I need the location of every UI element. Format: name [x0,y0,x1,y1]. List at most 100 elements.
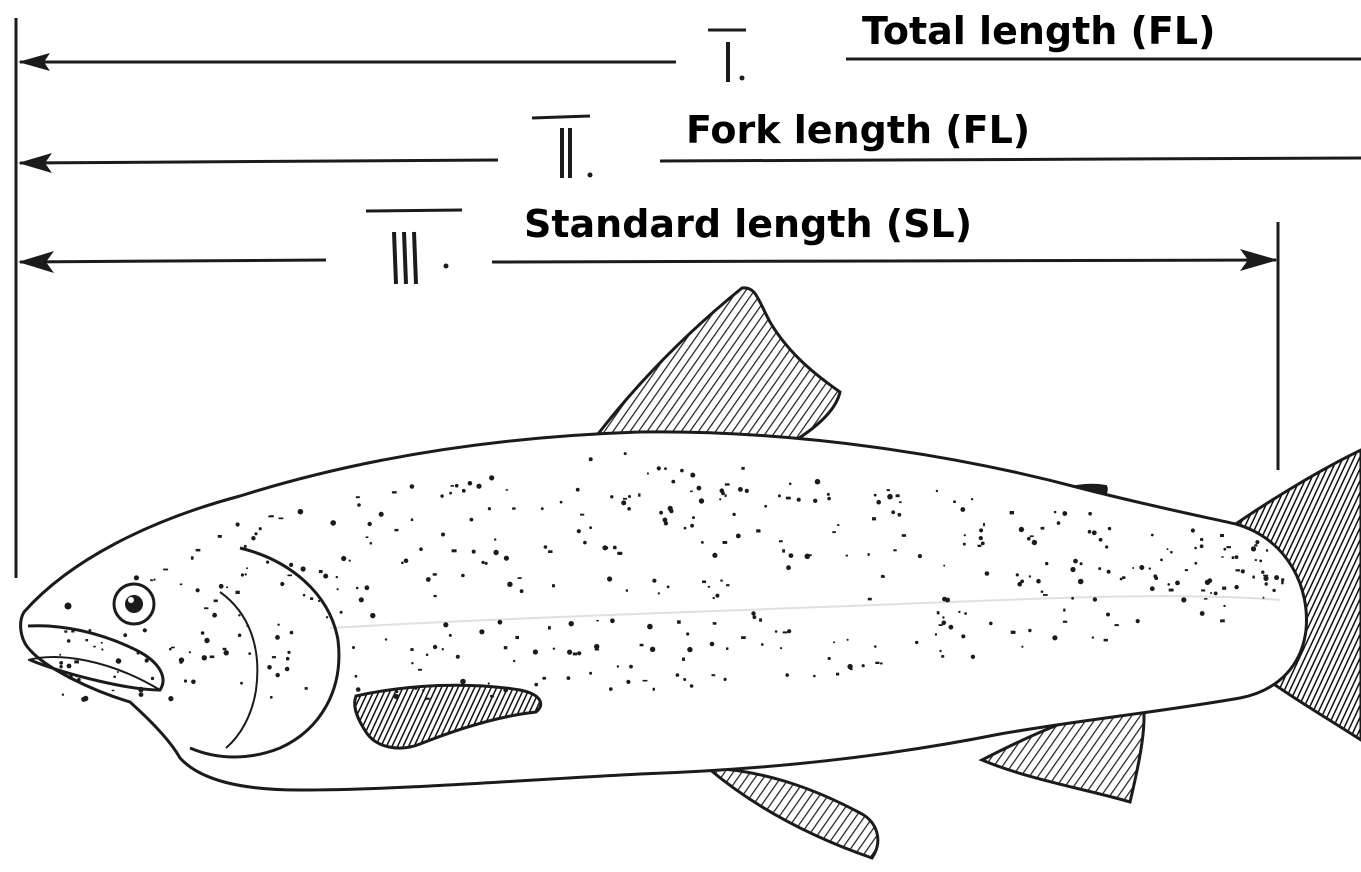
body-spot [684,527,687,530]
body-spot [276,673,280,677]
body-spot [330,520,336,526]
body-spot [212,613,217,618]
body-spot [1043,594,1048,596]
body-spot [1281,578,1284,581]
body-spot [356,496,360,498]
body-spot [1151,534,1154,537]
body-spot [488,682,490,684]
body-spot [589,672,592,675]
body-spot [989,622,993,626]
body-spot [712,674,716,676]
body-spot [787,629,791,633]
body-spot [1235,555,1239,559]
body-spot [664,521,668,525]
body-spot [184,679,187,682]
body-spot [366,536,369,538]
body-spot [248,652,251,655]
body-spot [1107,570,1111,574]
body-spot [426,654,429,657]
body-spot [833,641,835,643]
body-spot [238,634,242,638]
body-spot [512,507,516,509]
body-spot [942,616,944,618]
body-spot [123,633,127,637]
body-spot [498,620,503,625]
body-spot [782,549,785,552]
pelvic-fin [708,768,878,858]
body-spot [725,483,730,485]
body-spot [488,507,491,510]
body-spot [979,536,983,540]
body-spot [617,552,622,555]
body-spot [303,594,306,597]
body-spot [720,580,722,582]
body-spot [1210,592,1212,594]
body-spot [569,621,574,626]
body-spot [659,511,663,515]
body-spot [504,646,508,649]
body-spot [251,536,255,540]
body-spot [629,665,633,669]
body-spot [880,663,883,665]
body-spot [583,541,587,545]
body-spot [624,452,627,455]
body-spot [189,651,191,653]
body-spot [1185,569,1188,571]
numeral-one [708,30,746,82]
body-spot [245,573,247,575]
body-spot [847,664,852,669]
body-spot [218,535,222,538]
body-spot [452,549,457,552]
body-spot [272,656,276,658]
body-spot [319,570,323,573]
body-spot [1223,605,1225,607]
body-spot [89,629,92,632]
body-spot [506,489,508,491]
body-spot [789,553,794,558]
body-spot [301,566,306,571]
dorsal-fin [598,288,840,440]
body-spot [643,680,648,682]
body-spot [493,550,498,555]
body-spot [67,639,71,643]
body-spot [1093,597,1097,601]
body-spot [626,680,630,684]
body-spot [732,513,735,516]
fork-length-label: Fork length (FL) [686,108,1030,152]
body-spot [783,631,788,633]
body-spot [902,534,906,537]
body-spot [355,675,358,678]
body-spot [1132,567,1134,569]
body-spot [708,586,710,588]
body-spot [426,698,430,700]
body-spot [259,527,262,530]
body-spot [580,514,584,516]
body-spot [201,631,205,635]
body-spot [305,687,308,690]
body-spot [419,547,423,551]
eye [114,584,154,624]
body-spot [1041,527,1045,530]
body-spot [246,625,248,627]
body-spot [356,587,359,590]
body-spot [979,528,983,532]
body-spot [589,457,593,461]
body-spot [151,677,154,680]
body-spot [455,484,459,488]
body-spot [1181,597,1186,602]
body-spot [479,629,484,634]
body-spot [544,545,548,549]
body-spot [669,509,673,513]
body-spot [171,647,175,649]
body-spot [520,589,524,593]
body-spot [179,660,182,663]
body-spot [677,620,681,624]
body-spot [623,498,627,500]
body-spot [736,534,741,539]
body-spot [577,651,581,655]
body-spot [318,600,320,602]
body-spot [872,517,876,520]
body-spot [751,611,755,615]
body-spot [1220,619,1225,622]
body-spot [753,615,757,619]
